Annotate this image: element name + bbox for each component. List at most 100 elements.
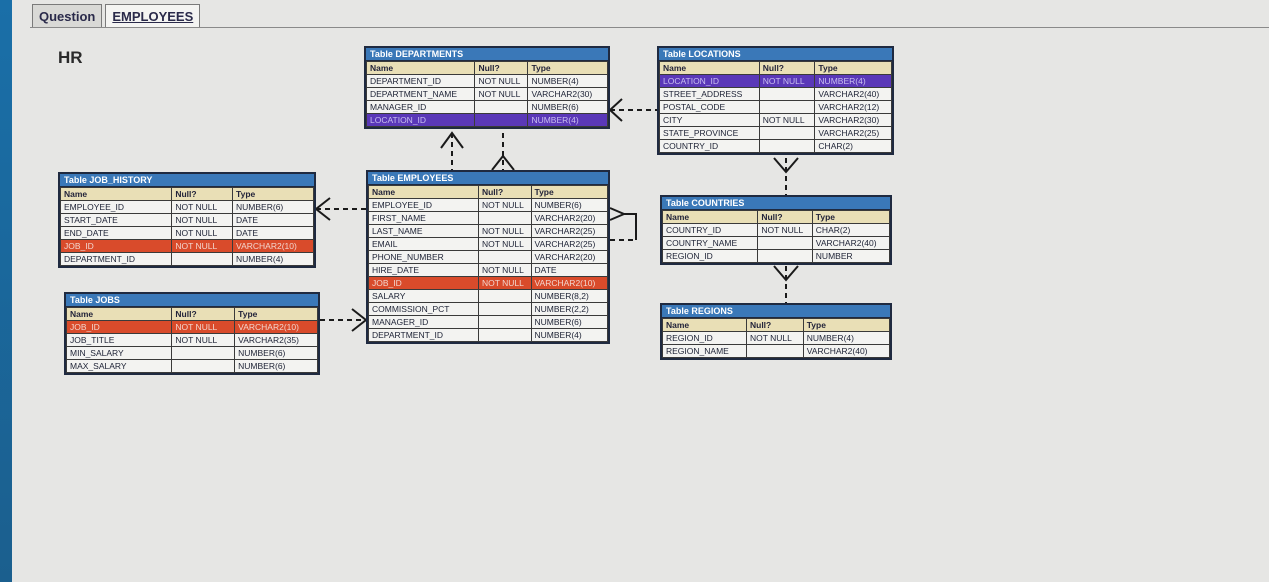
column-name: JOB_ID — [59, 239, 173, 253]
column-header-null: Null? — [171, 307, 236, 321]
column-type: VARCHAR2(10) — [234, 320, 318, 334]
column-type: CHAR(2) — [814, 139, 892, 153]
crowfoot-dept-emp-2 — [491, 154, 515, 171]
column-header-name: Name — [662, 318, 747, 332]
tab-question[interactable]: Question — [32, 4, 103, 28]
column-header-type: Type — [232, 187, 314, 201]
column-header-name: Name — [65, 307, 173, 321]
column-nullable — [758, 126, 816, 140]
column-name: COUNTRY_ID — [661, 223, 759, 237]
column-name: JOB_ID — [368, 276, 479, 290]
column-type: VARCHAR2(20) — [530, 250, 609, 264]
column-type: NUMBER(4) — [527, 74, 608, 88]
column-row[interactable]: MAX_SALARY NUMBER(6) — [65, 359, 318, 373]
column-type: NUMBER(6) — [234, 359, 318, 373]
column-type: NUMBER(6) — [232, 200, 314, 214]
column-row[interactable]: PHONE_NUMBER VARCHAR2(20) — [368, 250, 609, 264]
column-name: MANAGER_ID — [365, 100, 476, 114]
window-left-edge — [0, 0, 12, 582]
crowfoot-departments — [608, 98, 623, 122]
column-nullable: NOT NULL — [477, 224, 532, 238]
column-name: POSTAL_CODE — [659, 100, 760, 114]
column-header-null: Null? — [757, 210, 813, 224]
column-type: VARCHAR2(20) — [530, 211, 609, 225]
table-caption: Table COUNTRIES — [662, 197, 890, 210]
column-type: NUMBER(4) — [530, 328, 609, 342]
crowfoot-employees-self — [609, 207, 627, 221]
column-header-name: Name — [59, 187, 173, 201]
column-name: PHONE_NUMBER — [368, 250, 479, 264]
column-name: DEPARTMENT_ID — [368, 328, 479, 342]
column-nullable: NOT NULL — [745, 331, 804, 345]
column-type: NUMBER — [811, 249, 891, 263]
crowfoot-countries — [773, 265, 799, 282]
column-type: VARCHAR2(30) — [814, 113, 892, 127]
column-name: MAX_SALARY — [65, 359, 173, 373]
column-type: VARCHAR2(25) — [814, 126, 892, 140]
column-type: NUMBER(4) — [802, 331, 891, 345]
column-nullable — [757, 236, 813, 250]
column-name: EMAIL — [368, 237, 479, 251]
column-header-type: Type — [234, 307, 318, 321]
column-header-type: Type — [811, 210, 891, 224]
column-name: DEPARTMENT_ID — [59, 252, 173, 266]
tab-employees[interactable]: EMPLOYEES — [105, 4, 201, 28]
crowfoot-locations — [773, 157, 799, 174]
column-name: END_DATE — [59, 226, 173, 240]
column-type: NUMBER(6) — [530, 198, 609, 212]
column-nullable: NOT NULL — [477, 263, 532, 277]
column-row[interactable]: DEPARTMENT_ID NUMBER(4) — [368, 328, 609, 342]
column-header-type: Type — [802, 318, 891, 332]
column-nullable: NOT NULL — [757, 223, 813, 237]
column-nullable — [477, 315, 532, 329]
table-caption: Table JOB_HISTORY — [60, 174, 314, 187]
column-nullable — [758, 87, 816, 101]
column-nullable: NOT NULL — [171, 200, 234, 214]
column-name: HIRE_DATE — [368, 263, 479, 277]
column-type: VARCHAR2(10) — [530, 276, 609, 290]
column-type: VARCHAR2(35) — [234, 333, 318, 347]
column-nullable: NOT NULL — [171, 213, 234, 227]
column-nullable: NOT NULL — [474, 74, 529, 88]
column-header-name: Name — [661, 210, 759, 224]
